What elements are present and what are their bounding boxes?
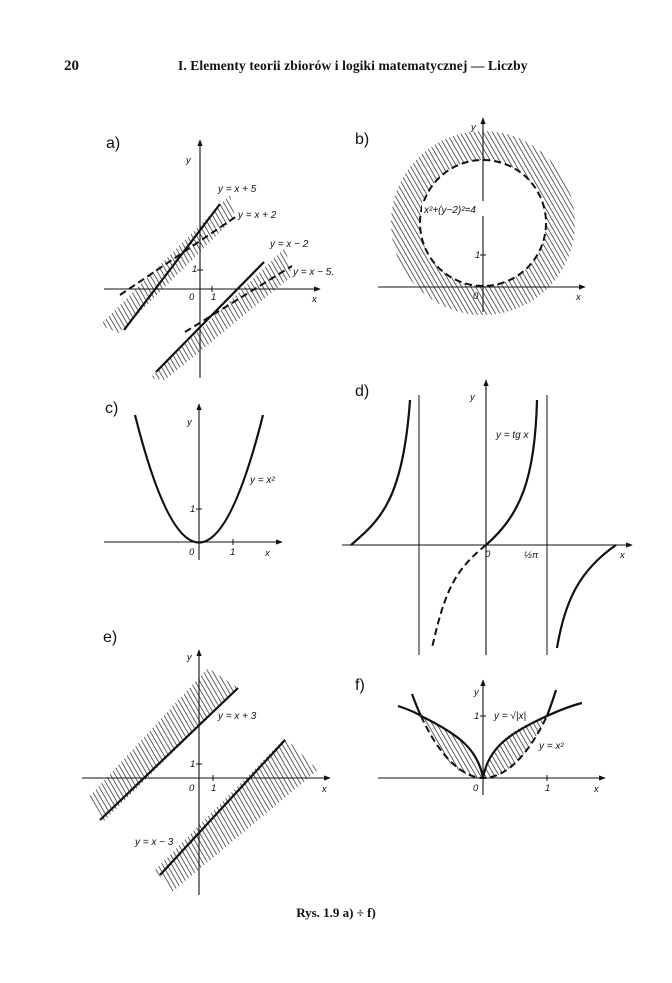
panel-c-curve-label: y = x² — [249, 475, 275, 486]
panel-f-parabola-ends — [410, 689, 558, 717]
panel-b-annulus — [391, 131, 575, 315]
panel-e-label-line-2: y = x − 3 — [134, 837, 174, 848]
panel-a-x-label: x — [311, 294, 318, 305]
panel-b-circle-label: x²+(y−2)²=4 — [423, 205, 476, 216]
panel-b-y-label: y — [470, 122, 477, 133]
panel-a-origin: 0 — [189, 292, 195, 303]
panel-a-line-y-x-minus-2 — [155, 261, 265, 373]
panel-f-origin: 0 — [473, 783, 479, 794]
page-number: 20 — [64, 58, 79, 74]
panel-a-line-y-x-minus-5 — [184, 265, 293, 333]
panel-a-letter: a) — [106, 135, 120, 152]
panel-d-branch-right — [555, 544, 617, 649]
panel-e: e) y x 0 1 1 y = x + 3 y = x − 3 — [82, 629, 331, 895]
panel-f-letter: f) — [355, 677, 365, 694]
panel-a-lower-band — [150, 248, 292, 380]
panel-f-curve-2-label: y = x² — [538, 741, 564, 752]
panel-a-tick-y-label: 1 — [192, 264, 197, 275]
panel-f-region-left — [421, 716, 483, 778]
panel-a-y-label: y — [185, 155, 192, 166]
panel-e-upper-band — [88, 668, 238, 822]
panel-d-branch-middle-upper — [485, 399, 539, 546]
panel-b: b) y x 0 1 x²+(y−2)²=4 — [355, 117, 586, 315]
panel-a-label-line-1: y = x + 5 — [217, 184, 257, 195]
panel-f-tick-y-label: 1 — [474, 711, 479, 722]
panel-f-parabola-curve — [420, 715, 548, 780]
panel-c-origin: 0 — [189, 547, 195, 558]
panel-e-line-y-x-plus-3 — [99, 687, 239, 821]
panel-b-tick-y-label: 1 — [475, 250, 480, 261]
panel-e-line-y-x-minus-3 — [159, 739, 286, 876]
panel-d-x-label: x — [619, 550, 626, 561]
panel-c-letter: c) — [105, 400, 118, 417]
figure-caption: Rys. 1.9 a) ÷ f) — [296, 905, 376, 920]
panel-b-origin: 0 — [473, 291, 479, 302]
panel-a-line-y-x-plus-5 — [123, 203, 221, 331]
panel-b-x-label: x — [575, 292, 582, 303]
panel-b-label-bg — [422, 201, 498, 216]
panel-d-letter: d) — [355, 383, 369, 400]
panel-c-tick-y-label: 1 — [190, 504, 195, 515]
panel-f-x-label: x — [593, 784, 600, 795]
panel-a: a) y x 0 1 1 y = x + 5 y = x + 2 y = x −… — [100, 135, 334, 380]
panel-c-tick-x-label: 1 — [230, 547, 235, 558]
panel-c: c) y x 0 1 1 y = x² — [104, 400, 283, 560]
panel-c-y-label: y — [186, 417, 193, 428]
panel-f-region-right — [483, 716, 547, 778]
panel-c-parabola — [133, 414, 265, 544]
panel-d-branch-middle-lower — [431, 544, 487, 649]
panel-d-curve-label: y = tg x — [495, 430, 530, 441]
panel-d-branch-left — [350, 399, 412, 546]
panel-d-origin: 0 — [485, 549, 491, 560]
panel-c-x-label: x — [264, 548, 271, 559]
panel-a-label-line-3: y = x − 2 — [269, 239, 309, 250]
panel-f-curve-1-label: y = √|x| — [493, 710, 526, 722]
panel-d: d) y x 0 ½π y = tg x — [342, 379, 633, 655]
panel-b-circle — [419, 159, 547, 287]
panel-e-tick-x-label: 1 — [211, 783, 216, 794]
running-head: I. Elementy teorii zbiorów i logiki mate… — [178, 58, 528, 73]
panel-e-x-label: x — [321, 784, 328, 795]
panel-e-letter: e) — [103, 629, 117, 646]
panel-f-y-label: y — [473, 687, 480, 698]
panel-e-origin: 0 — [189, 783, 195, 794]
panel-e-tick-y-label: 1 — [190, 759, 195, 770]
panel-d-tick-x-label: ½π — [524, 550, 539, 561]
panel-e-label-line-1: y = x + 3 — [217, 711, 257, 722]
panel-b-letter: b) — [355, 131, 369, 148]
panel-e-y-label: y — [186, 652, 193, 663]
panel-a-line-y-x-plus-2 — [119, 215, 238, 296]
panel-d-y-label: y — [469, 392, 476, 403]
panel-a-label-line-2: y = x + 2 — [237, 210, 277, 221]
panel-f: f) y x 0 1 1 y = √|x| y = x² — [355, 677, 606, 795]
panel-a-label-line-4: y = x − 5. — [292, 267, 334, 278]
panel-a-tick-x-label: 1 — [211, 292, 216, 303]
panel-f-tick-x-label: 1 — [545, 783, 550, 794]
panel-e-lower-band — [155, 738, 318, 892]
